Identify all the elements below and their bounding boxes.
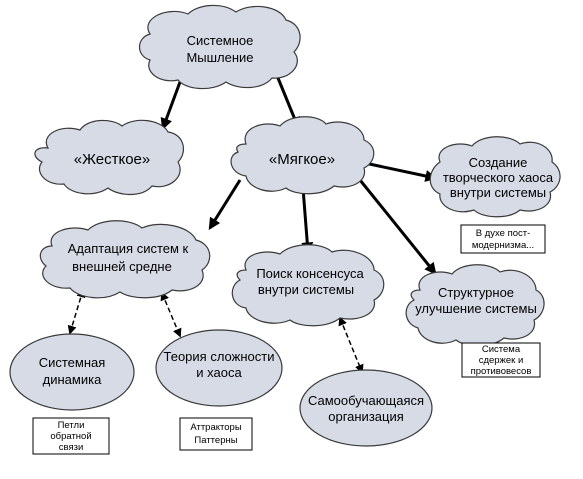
arrow-soft-to-adaptation xyxy=(208,179,242,231)
node-self-org-line1: Самообучающаяся xyxy=(308,393,424,408)
dashed-arrows xyxy=(67,288,364,374)
arrow-systems-to-hard xyxy=(160,81,182,131)
solid-arrows xyxy=(160,77,438,275)
arrow-soft-to-creative xyxy=(359,160,438,182)
note-checks-line3: противовесов xyxy=(471,366,532,377)
arrow-adaptation-complexity xyxy=(160,291,182,338)
node-creative-chaos-line3: внутри системы xyxy=(450,185,546,200)
node-hard-label: «Жесткое» xyxy=(74,151,150,168)
node-creative-chaos: Создание творческого хаоса внутри систем… xyxy=(429,136,561,218)
arrow-adaptation-dynamics xyxy=(67,288,86,335)
note-postmodern: В духе пост- модернизма... xyxy=(460,224,546,254)
arrow-soft-to-consensus xyxy=(301,187,314,255)
node-systems-thinking-line1: Системное xyxy=(187,33,254,48)
node-system-dynamics: Системная динамика xyxy=(9,333,135,411)
node-adaptation-line2: внешней средне xyxy=(72,259,172,274)
note-feedback-line2: обратной xyxy=(50,431,91,442)
note-checks-line1: Система xyxy=(482,344,521,355)
note-feedback: Петли обратной связи xyxy=(32,417,110,455)
node-self-org: Самообучающаяся организация xyxy=(299,369,433,447)
node-systems-thinking-line2: Мышление xyxy=(186,50,253,65)
note-attractors-line2: Паттерны xyxy=(194,435,237,446)
node-adaptation-line1: Адаптация систем к xyxy=(68,241,189,256)
node-self-org-line2: организация xyxy=(328,409,404,424)
note-attractors: Аттракторы Паттерны xyxy=(179,417,253,451)
node-complexity-line1: Теория сложности xyxy=(164,349,275,364)
node-soft-label: «Мягкое» xyxy=(269,151,335,168)
node-complexity-line2: и хаоса xyxy=(196,365,242,380)
node-creative-chaos-line1: Создание xyxy=(469,155,528,170)
node-structural: Структурное улучшение системы xyxy=(405,264,545,347)
note-feedback-line3: связи xyxy=(59,442,84,453)
node-complexity: Теория сложности и хаоса xyxy=(155,329,283,407)
node-adaptation: Адаптация систем к внешней средне xyxy=(39,220,211,299)
node-consensus-line2: внутри системы xyxy=(258,282,354,297)
node-systems-thinking: Системное Мышление xyxy=(138,4,301,90)
note-checks: Система сдержек и противовесов xyxy=(461,342,541,378)
node-structural-line2: улучшение системы xyxy=(415,301,537,316)
note-attractors-line1: Аттракторы xyxy=(190,422,241,433)
node-system-dynamics-line1: Системная xyxy=(39,355,106,370)
note-feedback-line1: Петли xyxy=(58,420,85,431)
node-creative-chaos-line2: творческого хаоса xyxy=(443,170,554,185)
note-checks-line2: сдержек и xyxy=(479,355,524,366)
node-hard: «Жесткое» xyxy=(34,119,185,196)
node-system-dynamics-line2: динамика xyxy=(43,372,102,387)
node-structural-line1: Структурное xyxy=(438,285,514,300)
node-soft: «Мягкое» xyxy=(230,116,375,195)
note-postmodern-line1: В духе пост- xyxy=(476,228,531,239)
node-consensus-line1: Поиск консенсуса xyxy=(256,266,364,281)
arrow-soft-to-structural xyxy=(358,179,437,275)
note-postmodern-line2: модернизма... xyxy=(472,240,534,251)
node-consensus: Поиск консенсуса внутри системы xyxy=(231,244,385,327)
arrow-consensus-selforg xyxy=(338,316,364,374)
